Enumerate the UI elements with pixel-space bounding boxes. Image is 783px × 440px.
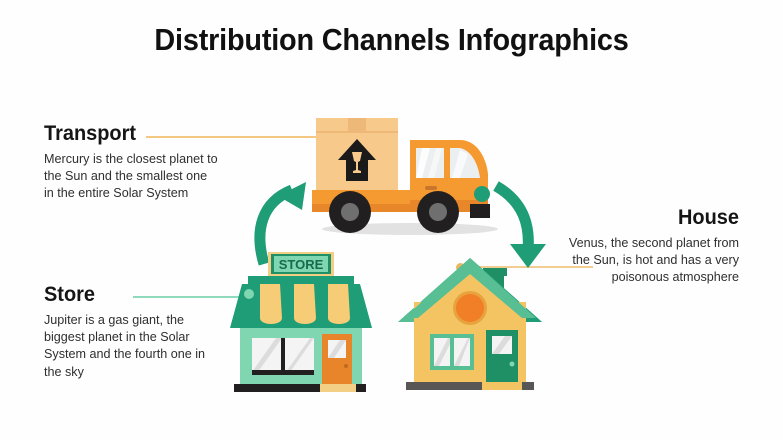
page-title: Distribution Channels Infographics — [154, 22, 629, 57]
house-chimney-cap — [483, 268, 507, 276]
store-doorstep — [320, 384, 356, 392]
house-roof-front — [404, 258, 536, 318]
store-illustration: STORE — [224, 252, 379, 395]
house-window-glint-a — [434, 338, 453, 366]
transport-heading: Transport — [44, 122, 137, 145]
house-attic-window — [456, 294, 484, 322]
fragile-icon — [338, 139, 376, 181]
cab-window-glint-b — [428, 148, 442, 178]
curved-arrow-up-icon — [248, 172, 332, 267]
house-foundation — [406, 382, 534, 390]
store-door-window-glint — [328, 340, 346, 358]
store-awning-dot — [244, 289, 254, 299]
truck-wheel-front — [417, 191, 459, 233]
truck-wheel-rear — [329, 191, 371, 233]
cab-window-glint-a — [416, 148, 430, 178]
store-window-glint-b — [286, 338, 314, 372]
house-heading: House — [678, 206, 739, 229]
cab-bumper — [470, 204, 490, 218]
cargo-box-seam — [316, 131, 398, 133]
cab-window-glint-c — [452, 150, 468, 178]
headlight-icon — [474, 186, 490, 202]
store-window-glint-a — [252, 338, 282, 372]
text-block-store: Store Jupiter is a gas giant, the bigges… — [44, 283, 219, 381]
truck-illustration — [310, 112, 510, 237]
house-doorstep — [482, 382, 522, 390]
store-awning-bar — [248, 276, 354, 284]
cab-door-handle — [425, 186, 437, 190]
house-window-glint-b — [454, 338, 470, 366]
truck-shadow — [322, 223, 498, 235]
text-block-house: House Venus, the second planet from the … — [549, 206, 739, 287]
store-body: Jupiter is a gas giant, the biggest plan… — [44, 313, 206, 379]
store-window-mullion — [281, 338, 285, 372]
store-sign-face — [274, 256, 328, 272]
house-door-window-glint — [492, 336, 512, 354]
house-illustration — [390, 248, 550, 396]
store-window-sill — [252, 370, 314, 375]
store-awning-stripe-2 — [294, 284, 316, 324]
house-window-mullion — [450, 338, 454, 366]
store-awning-stripe-1 — [260, 284, 282, 324]
transport-body: Mercury is the closest planet to the Sun… — [44, 152, 218, 201]
store-awning-stripe-3 — [328, 284, 350, 324]
text-block-transport: Transport Mercury is the closest planet … — [44, 122, 219, 203]
store-door-knob — [344, 364, 348, 368]
house-door-knob — [509, 361, 515, 367]
store-sign-text: STORE — [279, 257, 324, 272]
cargo-box-tape — [348, 118, 366, 132]
curved-arrow-down-icon — [480, 178, 575, 273]
store-base — [234, 384, 366, 392]
truck-bed-shade — [312, 204, 440, 212]
store-heading: Store — [44, 283, 96, 306]
house-body: Venus, the second planet from the Sun, i… — [568, 236, 739, 285]
